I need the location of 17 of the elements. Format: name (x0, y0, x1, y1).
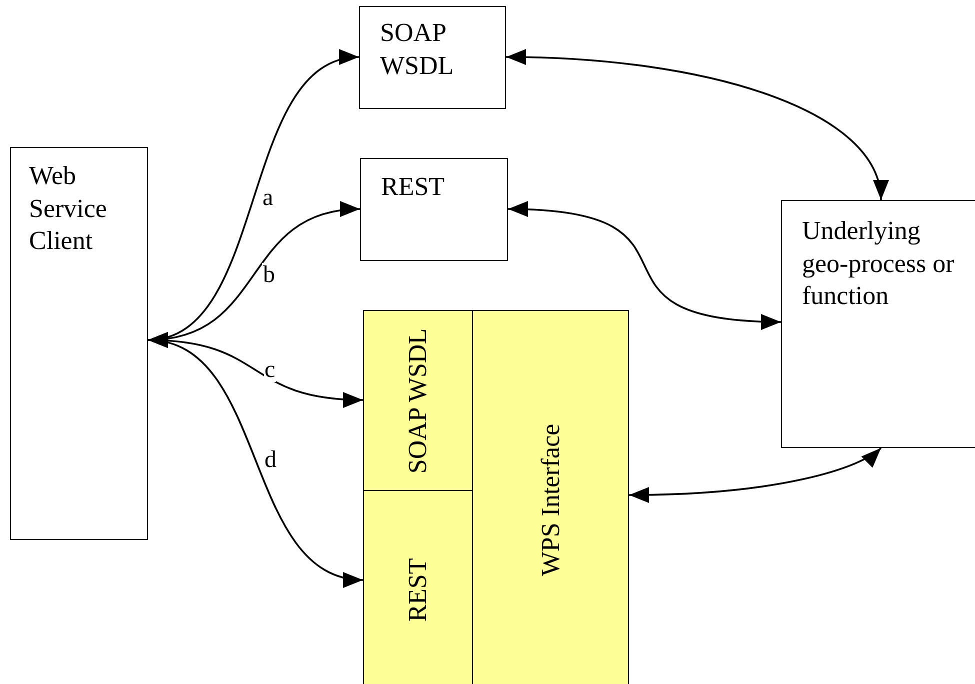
interface-block (363, 490, 473, 684)
process-box (10, 147, 148, 540)
box-label: REST (381, 171, 446, 203)
box-label: REST (402, 557, 433, 624)
process-box (359, 6, 506, 109)
box-label: WPS Interface (534, 422, 566, 578)
box-label: SOAP WSDL (402, 326, 433, 476)
process-box (360, 158, 508, 261)
box-label: Underlying geo-process or function (802, 215, 956, 312)
arrow (506, 49, 886, 200)
process-box (781, 200, 975, 448)
arrow (628, 447, 882, 503)
interface-block (472, 310, 629, 684)
box-label: Web Service Client (29, 160, 108, 257)
interface-block (363, 310, 473, 491)
arrow (508, 202, 782, 330)
box-label: SOAP WSDL (380, 17, 455, 82)
